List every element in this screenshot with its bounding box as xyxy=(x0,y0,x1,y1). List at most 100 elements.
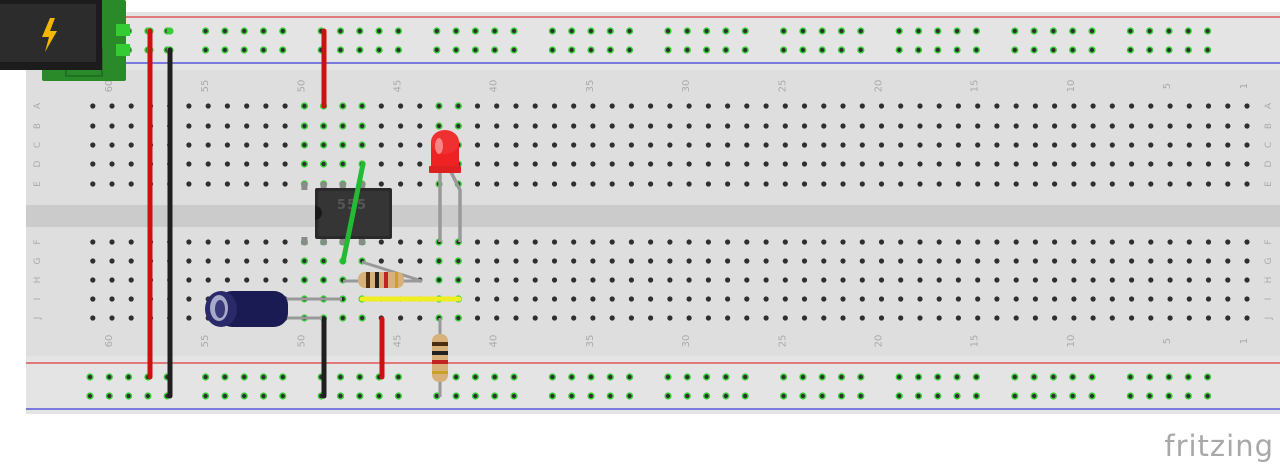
breadboard-hole xyxy=(1205,161,1212,167)
breadboard-hole xyxy=(725,103,731,109)
breadboard-hole xyxy=(244,103,250,109)
breadboard-hole xyxy=(205,239,211,245)
breadboard-hole xyxy=(917,239,923,245)
rail-hole xyxy=(280,393,285,399)
breadboard-hole xyxy=(417,258,423,264)
breadboard-hole xyxy=(859,161,865,167)
connected-hole xyxy=(302,277,307,283)
chip-pin xyxy=(359,237,366,245)
rail-hole xyxy=(473,47,478,53)
breadboard-hole xyxy=(705,103,712,109)
breadboard-hole xyxy=(1225,161,1231,167)
breadboard-hole xyxy=(109,277,115,283)
rail-hole xyxy=(1166,393,1172,399)
breadboard-hole xyxy=(1167,123,1173,129)
breadboard-hole xyxy=(186,181,192,187)
breadboard-hole xyxy=(1071,103,1077,109)
row-label: D xyxy=(1264,160,1274,167)
breadboard-hole xyxy=(1071,239,1077,245)
breadboard-hole xyxy=(936,239,942,245)
breadboard-hole xyxy=(628,181,635,187)
breadboard-hole xyxy=(90,142,96,148)
breadboard-hole xyxy=(1032,181,1038,187)
rail-hole xyxy=(627,47,632,53)
rail-hole xyxy=(1012,393,1017,399)
rail-hole xyxy=(704,28,709,34)
breadboard-hole xyxy=(840,258,846,264)
column-label: 50 xyxy=(296,335,307,348)
rail-hole xyxy=(454,28,459,34)
breadboard-hole xyxy=(551,123,558,129)
power-jack[interactable] xyxy=(0,0,130,81)
row-label: E xyxy=(33,181,43,187)
rail-hole xyxy=(704,393,709,399)
connected-hole xyxy=(436,277,442,283)
breadboard-hole xyxy=(513,123,519,129)
column-label: 20 xyxy=(874,335,885,348)
breadboard-hole xyxy=(224,239,230,245)
breadboard-hole xyxy=(282,103,288,109)
rail-hole xyxy=(550,374,555,380)
wire-green[interactable] xyxy=(340,161,366,265)
breadboard-hole xyxy=(763,277,769,283)
breadboard-hole xyxy=(801,258,808,264)
rail-hole xyxy=(839,393,844,399)
breadboard-hole xyxy=(494,258,500,264)
breadboard-hole xyxy=(90,181,96,187)
breadboard-hole xyxy=(1148,239,1154,245)
breadboard-hole xyxy=(1244,181,1250,187)
power-jack-pad[interactable] xyxy=(116,24,130,36)
rail-hole xyxy=(280,47,285,53)
row-label: I xyxy=(1264,298,1274,301)
breadboard-hole xyxy=(705,181,712,187)
rail-hole xyxy=(1147,393,1152,399)
breadboard-hole xyxy=(571,296,577,302)
breadboard-hole xyxy=(551,161,558,167)
breadboard-hole xyxy=(378,161,384,167)
column-label: 60 xyxy=(104,80,115,93)
breadboard-hole xyxy=(244,239,250,245)
rail-hole xyxy=(1205,374,1210,380)
breadboard-hole xyxy=(705,258,712,264)
breadboard-hole xyxy=(859,296,865,302)
rail-hole xyxy=(1147,374,1152,380)
resistor-band xyxy=(384,272,388,288)
rail-hole xyxy=(935,374,940,380)
resistor-horizontal[interactable] xyxy=(343,260,423,288)
column-label: 45 xyxy=(393,335,404,348)
red-led[interactable] xyxy=(429,130,462,242)
breadboard-hole xyxy=(1090,142,1096,148)
breadboard-hole xyxy=(551,296,558,302)
breadboard-hole xyxy=(801,315,808,321)
breadboard-hole xyxy=(936,296,942,302)
breadboard-hole xyxy=(90,103,96,109)
electrolytic-capacitor[interactable] xyxy=(205,291,342,327)
rail-hole xyxy=(203,28,208,34)
rail-hole xyxy=(1147,28,1152,34)
rail-hole xyxy=(608,47,613,53)
rail-hole xyxy=(588,47,594,53)
connected-hole xyxy=(340,142,345,148)
breadboard-hole xyxy=(1148,258,1154,264)
breadboard-hole xyxy=(224,103,230,109)
rail-hole-ring xyxy=(166,27,174,35)
breadboard-hole xyxy=(551,239,558,245)
rail-hole xyxy=(1128,47,1133,53)
resistor-band xyxy=(432,342,448,346)
power-jack-pad[interactable] xyxy=(116,44,130,56)
breadboard-hole xyxy=(1186,296,1192,302)
breadboard-hole xyxy=(186,239,192,245)
rail-hole xyxy=(1147,47,1152,53)
breadboard-hole xyxy=(1013,258,1019,264)
breadboard-hole xyxy=(994,181,1000,187)
breadboard-hole xyxy=(936,103,942,109)
breadboard-hole xyxy=(494,181,500,187)
rail-hole xyxy=(1205,47,1210,53)
rail-hole xyxy=(1186,47,1191,53)
rail-hole xyxy=(858,393,863,399)
rail-hole xyxy=(685,47,690,53)
breadboard-hole xyxy=(936,315,942,321)
rail-hole xyxy=(955,393,960,399)
resistor-vertical[interactable] xyxy=(432,318,448,397)
breadboard-hole xyxy=(1090,296,1096,302)
